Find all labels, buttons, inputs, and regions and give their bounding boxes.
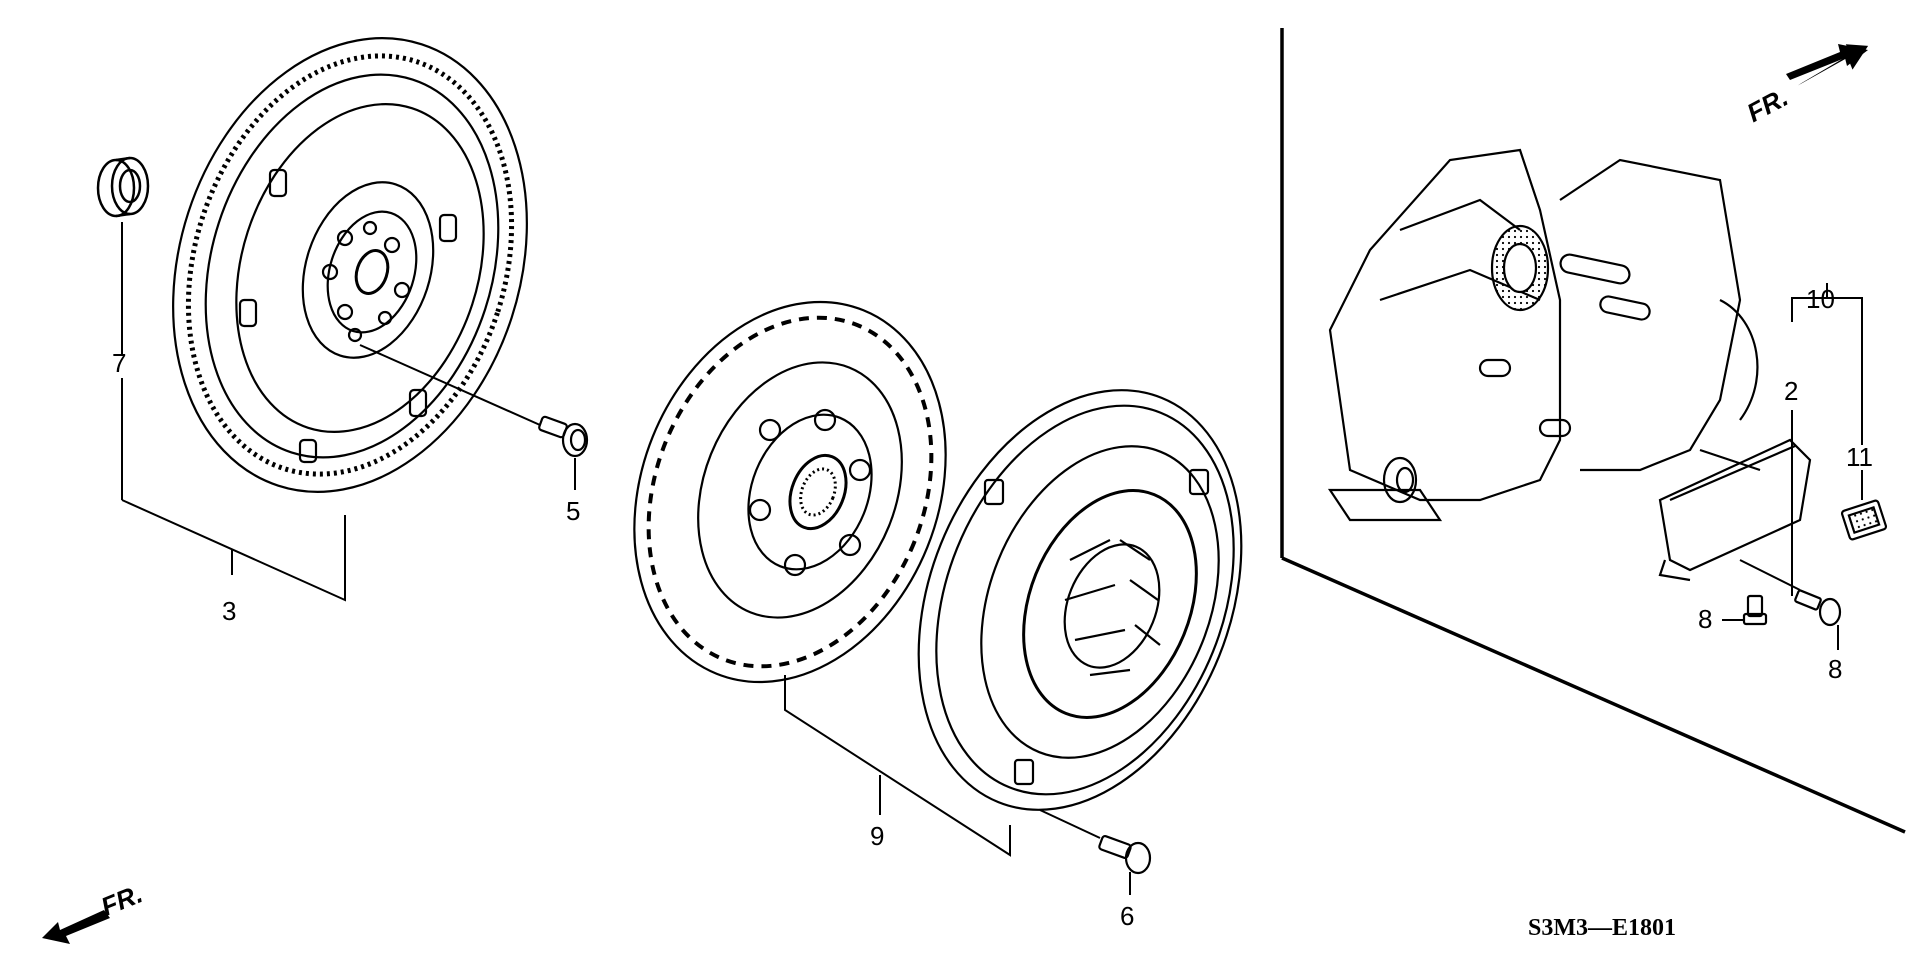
pressure-plate (917, 389, 1243, 811)
cover-bolt-left (1742, 594, 1768, 626)
callout-8-right: 8 (1828, 654, 1842, 684)
diagram-code: S3M3—E1801 (1528, 915, 1676, 941)
callout-10: 10 (1806, 284, 1835, 314)
front-arrow-bottom-left: FR. (42, 878, 147, 944)
cover-bolt-right (1794, 589, 1842, 627)
flywheel-bolt (538, 415, 589, 458)
callout-6: 6 (1120, 901, 1134, 931)
inset-frame (1280, 28, 1906, 834)
callout-9: 9 (870, 821, 884, 851)
callout-3: 3 (222, 596, 236, 626)
callout-7: 7 (112, 348, 126, 378)
front-arrow-top-right: FR. (1742, 44, 1869, 128)
transmission-housing (1327, 148, 1761, 522)
pressure-plate-bolt (1098, 835, 1152, 875)
pilot-bearing (96, 156, 150, 218)
clutch-disc (633, 300, 947, 684)
leader-lines (121, 222, 1863, 895)
flywheel (172, 37, 528, 493)
callout-2: 2 (1784, 376, 1798, 406)
clutch-cover-bracket (1658, 438, 1888, 582)
callout-11: 11 (1846, 442, 1873, 472)
callout-5: 5 (566, 496, 580, 526)
callout-8-left: 8 (1698, 604, 1712, 634)
fr-label: FR. (1742, 82, 1793, 128)
